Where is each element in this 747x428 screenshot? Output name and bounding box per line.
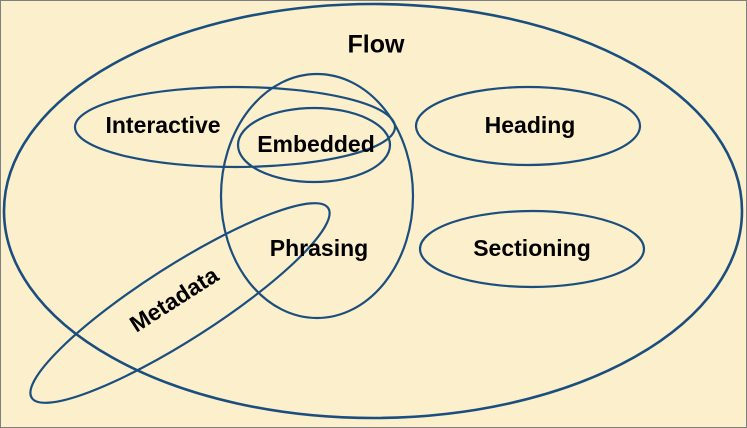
- label-heading: Heading: [485, 112, 576, 138]
- ellipse-metadata[interactable]: [12, 177, 348, 428]
- label-embedded: Embedded: [257, 131, 375, 157]
- label-flow: Flow: [348, 31, 405, 59]
- ellipse-heading[interactable]: [414, 85, 642, 167]
- ellipse-phrasing[interactable]: [219, 72, 415, 320]
- ellipse-embedded[interactable]: [236, 106, 392, 184]
- ellipse-sectioning[interactable]: [418, 209, 646, 289]
- ellipse-flow[interactable]: [2, 2, 744, 420]
- label-interactive: Interactive: [105, 112, 220, 138]
- label-phrasing: Phrasing: [270, 235, 368, 261]
- label-sectioning: Sectioning: [473, 235, 591, 261]
